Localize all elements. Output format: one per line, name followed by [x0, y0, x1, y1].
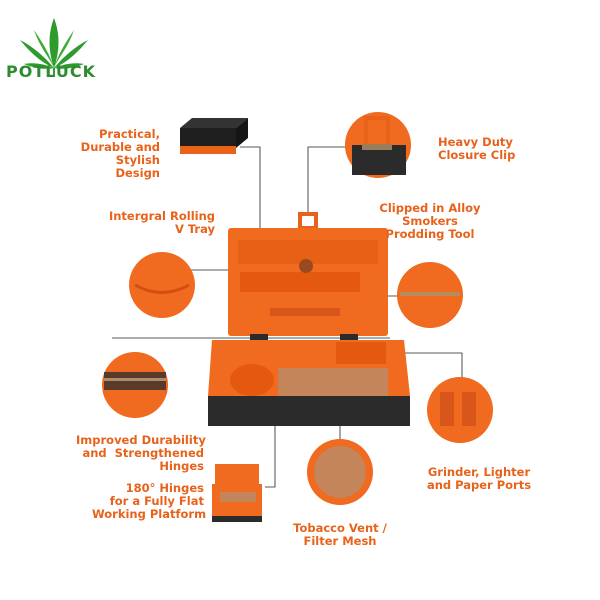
open-case [208, 212, 410, 426]
ports-circle [427, 377, 493, 443]
closed-case-thumbnail [180, 118, 248, 154]
filter-mesh-circle [307, 439, 373, 505]
flat-platform-label: 180° Hinges for a Fully Flat Working Pla… [92, 481, 207, 521]
hinges-label: Improved Durability and Strengthened Hin… [76, 433, 206, 473]
ports-label: Grinder, Lighter and Paper Ports [426, 465, 532, 492]
brand-name: POTLUCK [6, 62, 96, 81]
heavy-duty-label: Heavy Duty Closure Clip [438, 135, 516, 162]
poking-tool-label: Clipped in Alloy Smokers Prodding Tool [379, 201, 481, 241]
rolling-tray-label: Intergral Rolling V Tray [108, 209, 215, 236]
rolling-tray-circle [129, 252, 195, 318]
flat-platform-thumbnail [212, 464, 262, 522]
hinges-circle [102, 352, 168, 418]
closure-clip-circle [345, 112, 411, 178]
potluck-leaf-logo [20, 18, 88, 76]
prodding-tool-circle [397, 262, 463, 328]
practical-label: Practical, Durable and Stylish Design [80, 127, 160, 180]
filter-mesh-label: Tobacco Vent / Filter Mesh [293, 521, 387, 548]
